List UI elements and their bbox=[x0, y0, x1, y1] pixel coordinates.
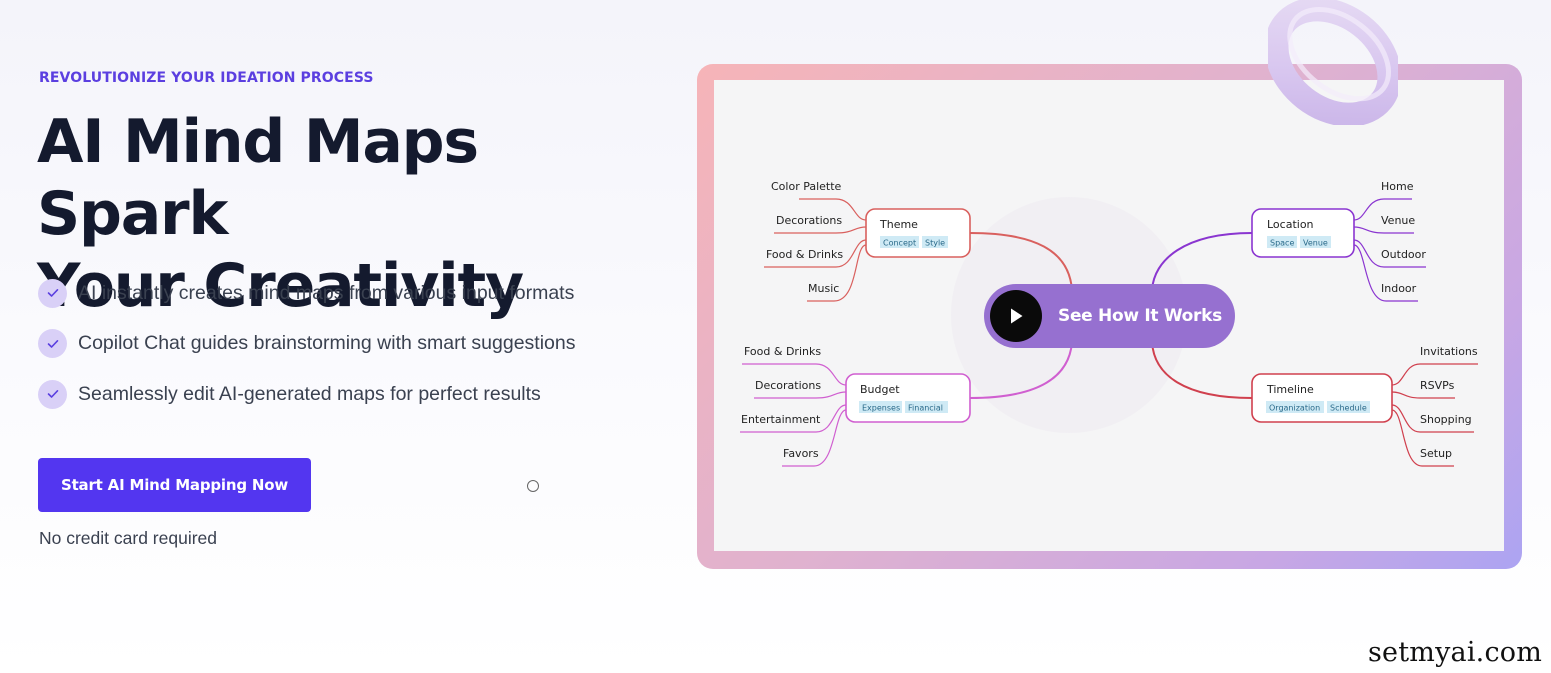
node-timeline-tag: Schedule bbox=[1330, 404, 1367, 413]
no-credit-card-note: No credit card required bbox=[39, 528, 217, 548]
theme-branch-lines bbox=[764, 198, 867, 302]
connector-location bbox=[1151, 232, 1253, 291]
cursor-ring-icon bbox=[527, 480, 539, 492]
mind-map-diagram: Theme Concept Style Location Space Venue… bbox=[740, 180, 1478, 467]
branch-label: Venue bbox=[1381, 214, 1415, 227]
check-icon bbox=[38, 379, 67, 409]
node-theme-title: Theme bbox=[879, 218, 918, 231]
feature-text: Seamlessly edit AI-generated maps for pe… bbox=[78, 382, 541, 405]
play-icon[interactable] bbox=[990, 290, 1042, 342]
feature-list: AI instantly creates mind maps from vari… bbox=[38, 278, 576, 430]
feature-text: AI instantly creates mind maps from vari… bbox=[78, 281, 575, 304]
branch-label: Outdoor bbox=[1381, 248, 1426, 261]
budget-branch-labels: Food & Drinks Decorations Entertainment … bbox=[741, 345, 821, 460]
feature-text: Copilot Chat guides brainstorming with s… bbox=[78, 332, 576, 354]
headline-line-2: Your Creativity bbox=[37, 251, 524, 321]
node-location-title: Location bbox=[1267, 218, 1314, 231]
node-budget-title: Budget bbox=[860, 383, 900, 396]
see-how-it-works-label: See How It Works bbox=[1058, 306, 1222, 326]
branch-label: Decorations bbox=[755, 379, 821, 392]
node-timeline: Timeline Organization Schedule bbox=[1251, 373, 1393, 423]
headline-line-1: AI Mind Maps Spark bbox=[37, 107, 479, 249]
branch-label: Favors bbox=[783, 447, 819, 460]
feature-item: AI instantly creates mind maps from vari… bbox=[38, 278, 576, 308]
branch-label: Shopping bbox=[1420, 413, 1472, 426]
node-budget-tag: Financial bbox=[908, 404, 943, 413]
node-location: Location Space Venue bbox=[1251, 208, 1355, 258]
feature-item: Copilot Chat guides brainstorming with s… bbox=[38, 329, 576, 359]
branch-label: Color Palette bbox=[771, 180, 842, 193]
watermark-text: setmyai.com bbox=[1368, 637, 1543, 668]
node-theme: Theme Concept Style bbox=[865, 208, 971, 258]
feature-item: Seamlessly edit AI-generated maps for pe… bbox=[38, 379, 576, 409]
branch-label: RSVPs bbox=[1420, 379, 1455, 392]
branch-label: Food & Drinks bbox=[766, 248, 843, 261]
branch-label: Indoor bbox=[1381, 282, 1417, 295]
branch-label: Music bbox=[808, 282, 839, 295]
connector-timeline bbox=[1151, 341, 1253, 399]
branch-label: Entertainment bbox=[741, 413, 821, 426]
node-timeline-title: Timeline bbox=[1266, 383, 1314, 396]
budget-branch-lines bbox=[740, 363, 847, 467]
branch-label: Invitations bbox=[1420, 345, 1478, 358]
branch-label: Setup bbox=[1420, 447, 1452, 460]
check-icon bbox=[38, 329, 67, 358]
branch-label: Decorations bbox=[776, 214, 842, 227]
branch-label: Food & Drinks bbox=[744, 345, 821, 358]
timeline-branch-lines bbox=[1391, 363, 1478, 467]
check-icon bbox=[38, 278, 67, 308]
timeline-branch-labels: Invitations RSVPs Shopping Setup bbox=[1420, 345, 1478, 460]
see-how-it-works-button[interactable]: See How It Works bbox=[984, 284, 1235, 348]
eyebrow-text: REVOLUTIONIZE YOUR IDEATION PROCESS bbox=[39, 70, 374, 86]
node-theme-tag: Concept bbox=[883, 239, 916, 248]
location-branch-lines bbox=[1353, 198, 1426, 302]
node-budget: Budget Expenses Financial bbox=[845, 373, 971, 423]
torus-decoration bbox=[1268, 0, 1398, 125]
connector-budget bbox=[969, 341, 1073, 399]
node-location-tag: Venue bbox=[1303, 239, 1328, 248]
node-location-tag: Space bbox=[1270, 239, 1294, 248]
start-mind-mapping-button[interactable]: Start AI Mind Mapping Now bbox=[38, 458, 311, 512]
node-timeline-tag: Organization bbox=[1269, 404, 1320, 413]
node-budget-tag: Expenses bbox=[862, 404, 900, 413]
branch-label: Home bbox=[1381, 180, 1414, 193]
hero-headline: AI Mind Maps Spark Your Creativity bbox=[37, 106, 677, 322]
connector-theme bbox=[969, 232, 1073, 291]
theme-branch-labels: Color Palette Decorations Food & Drinks … bbox=[766, 180, 843, 295]
node-theme-tag: Style bbox=[925, 239, 945, 248]
location-branch-labels: Home Venue Outdoor Indoor bbox=[1381, 180, 1426, 295]
